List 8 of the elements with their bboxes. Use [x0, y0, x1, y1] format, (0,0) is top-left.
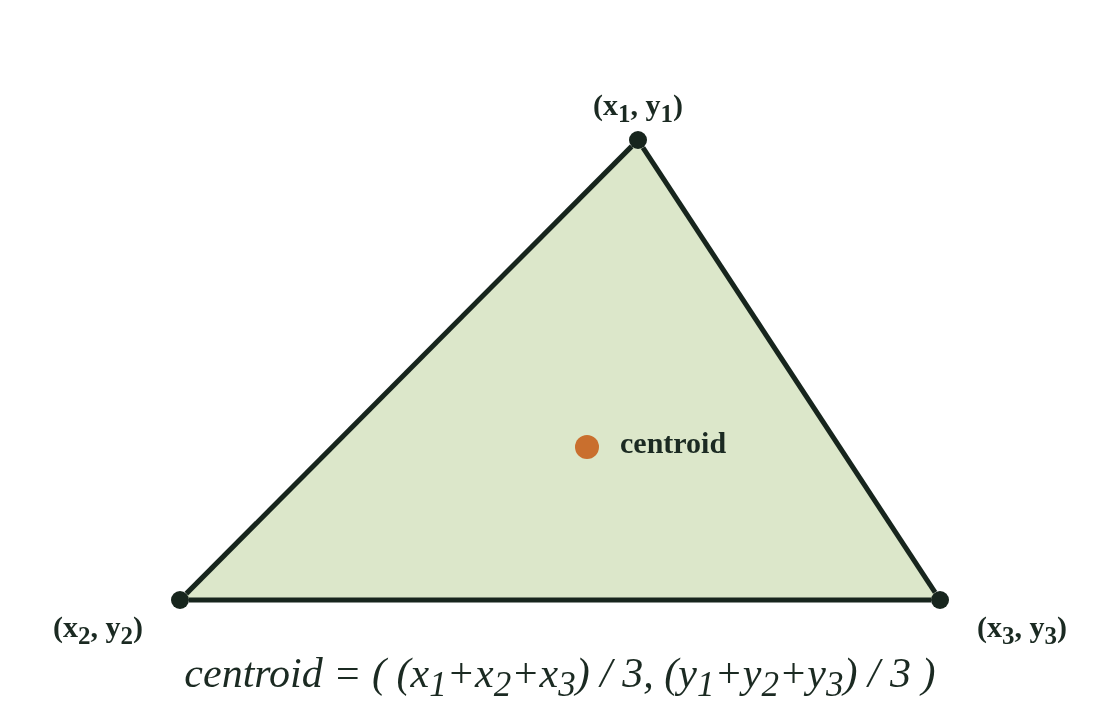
vertex-coordinate-label: (x$_{1}$, y$_{1}$) [593, 90, 683, 126]
centroid-formula: centroid = ( (x$_{1}$+x$_{2}$+x$_{3}$) / 3, (y$_{1}$+y$_{2}$+y$_{3}$) / 3 ) [184, 652, 936, 703]
vertex-coordinate-label: (x$_{3}$, y$_{3}$) [977, 612, 1067, 648]
centroid-label: centroid [620, 428, 727, 458]
triangle-side [640, 146, 938, 594]
triangle-side [184, 144, 634, 596]
vertex-coordinate-label: (x$_{2}$, y$_{2}$) [53, 612, 143, 648]
triangle-side [189, 597, 931, 603]
